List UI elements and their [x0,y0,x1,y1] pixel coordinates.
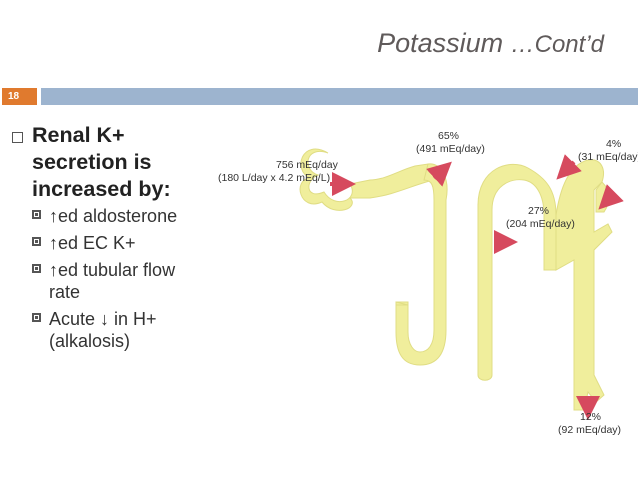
square-bullet-icon [32,210,41,219]
up-arrow-icon: ↑ [49,233,58,253]
filtered-load-calc: (180 L/day x 4.2 mEq/L) [218,172,330,184]
excreted-percent: 12% [580,411,601,423]
arrow-distal2-icon [598,184,624,210]
sub-bullet-item: ↑ed tubular flow rate [32,259,210,303]
square-bullet-icon [32,237,41,246]
proximal-amount: (491 mEq/day) [416,143,485,155]
loop-percent: 27% [528,205,549,217]
slide-title: Potassium …Cont’d [377,28,604,59]
sub-bullet-item: Acute ↓ in H+ (alkalosis) [32,308,210,352]
square-bullet-icon [32,313,41,322]
slide-title-suffix: …Cont’d [510,31,604,58]
slide-number: 18 [2,88,37,105]
arrow-proximal-icon [426,161,452,187]
sub-bullet-text: ed aldosterone [58,206,178,226]
square-bullet-icon [32,264,41,273]
up-arrow-icon: ↑ [49,206,58,226]
distal-amount: (31 mEq/day) [578,151,638,163]
sub-bullet-text: ed EC K+ [58,233,136,253]
nephron-tubule [299,148,613,411]
flow-arrows [330,154,624,420]
sub-bullet-text: Acute ↓ in H+ (alkalosis) [49,309,157,351]
main-bullet-text: Renal K+ secretion is increased by: [32,123,171,201]
sub-bullet-item: ↑ed aldosterone [32,205,210,227]
filtered-load-value: 756 mEq/day [276,159,339,171]
distal-percent: 4% [606,138,621,150]
main-bullet: Renal K+ secretion is increased by: [12,122,210,203]
sub-bullet-item: ↑ed EC K+ [32,232,210,254]
nephron-diagram: 756 mEq/day (180 L/day x 4.2 mEq/L) 65% … [218,130,638,436]
slide-title-main: Potassium [377,28,511,58]
proximal-percent: 65% [438,130,459,142]
sub-bullet-text: ed tubular flow rate [49,260,176,302]
excreted-amount: (92 mEq/day) [558,424,621,436]
bullet-list: Renal K+ secretion is increased by: ↑ed … [12,122,210,357]
sub-bullet-list: ↑ed aldosterone ↑ed EC K+ ↑ed tubular fl… [12,205,210,352]
loop-amount: (204 mEq/day) [506,218,575,230]
header-bar [41,88,638,105]
up-arrow-icon: ↑ [49,260,58,280]
checkbox-bullet-icon [12,132,23,143]
arrow-distal1-icon [556,154,582,180]
